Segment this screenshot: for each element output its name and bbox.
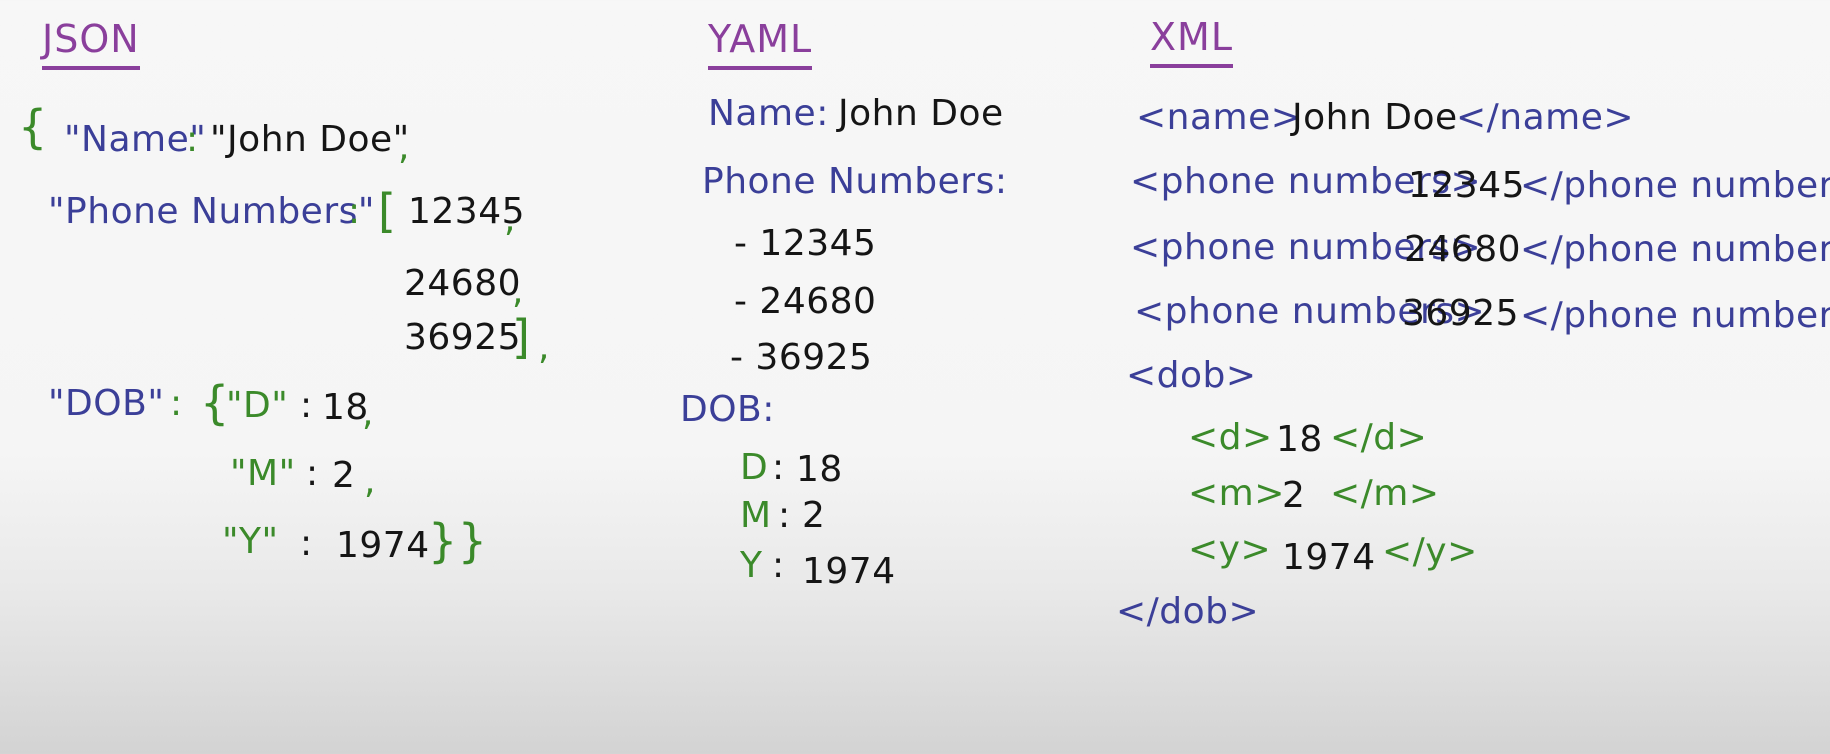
json-d-value: 18: [322, 387, 369, 428]
yaml-phone-key: Phone Numbers:: [702, 161, 1008, 202]
xml-m-open-tag: <m>: [1188, 473, 1285, 514]
xml-phone-close-tag: </phone numbers>: [1520, 229, 1830, 270]
json-d-key: "D": [226, 385, 289, 426]
json-colon: :: [306, 453, 319, 494]
yaml-m-value: 2: [802, 495, 826, 536]
json-comma: ,: [364, 461, 376, 502]
json-name-value: "John Doe": [210, 119, 410, 160]
json-colon: :: [170, 383, 183, 424]
json-comma: ,: [398, 127, 410, 168]
xml-d-open-tag: <d>: [1188, 417, 1273, 458]
json-open-bracket: [: [378, 184, 397, 238]
xml-phone-2: 24680: [1404, 229, 1522, 270]
json-y-value: 1974: [336, 525, 430, 566]
xml-name-value: John Doe: [1292, 97, 1458, 138]
xml-phone-open-tag: <phone numbers>: [1130, 227, 1482, 268]
xml-phone-open-tag: <phone numbers>: [1134, 291, 1486, 332]
yaml-name-value: John Doe: [838, 93, 1004, 134]
json-open-brace: {: [18, 100, 48, 154]
json-close-braces: }}: [428, 514, 488, 568]
yaml-colon: :: [772, 447, 785, 488]
json-title: JSON: [42, 20, 140, 70]
yaml-y-key: Y: [740, 545, 763, 586]
json-close-bracket: ]: [512, 310, 531, 364]
xml-phone-open-tag: <phone numbers>: [1130, 161, 1482, 202]
yaml-phone-2: - 24680: [734, 281, 877, 322]
json-comma: ,: [362, 393, 374, 434]
json-dob-key: "DOB": [48, 383, 165, 424]
xml-y-open-tag: <y>: [1188, 529, 1272, 570]
xml-name-close-tag: </name>: [1456, 97, 1635, 138]
xml-title: XML: [1150, 18, 1233, 68]
yaml-d-key: D: [740, 447, 769, 488]
json-phone-2: 24680: [404, 263, 522, 304]
json-name-key: "Name": [64, 119, 207, 160]
yaml-y-value: 1974: [802, 551, 896, 592]
yaml-d-value: 18: [796, 449, 843, 490]
xml-dob-close-tag: </dob>: [1116, 591, 1260, 632]
xml-m-close-tag: </m>: [1330, 473, 1440, 514]
json-comma: ,: [504, 199, 516, 240]
yaml-m-key: M: [740, 495, 772, 536]
json-phone-1: 12345: [408, 191, 526, 232]
json-colon: :: [300, 385, 313, 426]
json-comma: ,: [512, 271, 524, 312]
xml-d-close-tag: </d>: [1330, 417, 1428, 458]
yaml-phone-3: - 36925: [730, 337, 873, 378]
xml-name-open-tag: <name>: [1136, 97, 1302, 138]
yaml-colon: :: [772, 545, 785, 586]
json-dob-open-brace: {: [200, 376, 230, 430]
xml-m-value: 2: [1282, 475, 1306, 516]
yaml-colon: :: [778, 495, 791, 536]
xml-dob-open-tag: <dob>: [1126, 355, 1257, 396]
xml-y-value: 1974: [1282, 537, 1376, 578]
xml-y-close-tag: </y>: [1382, 531, 1478, 572]
xml-phone-3: 36925: [1402, 293, 1520, 334]
yaml-name-key: Name:: [708, 93, 829, 134]
json-m-value: 2: [332, 455, 356, 496]
yaml-phone-1: - 12345: [734, 223, 877, 264]
json-phone-3: 36925: [404, 317, 522, 358]
xml-d-value: 18: [1276, 419, 1323, 460]
yaml-title: YAML: [708, 20, 813, 70]
json-phone-key: "Phone Numbers": [48, 191, 375, 232]
json-y-key: "Y": [222, 521, 279, 562]
json-m-key: "M": [230, 453, 296, 494]
xml-phone-close-tag: </phone numbers>: [1520, 295, 1830, 336]
json-colon: :: [348, 191, 361, 232]
json-colon: :: [186, 119, 199, 160]
xml-phone-1: 12345: [1408, 165, 1526, 206]
json-colon: :: [300, 523, 313, 564]
yaml-dob-key: DOB:: [680, 389, 775, 430]
xml-phone-close-tag: </phone numbers>: [1520, 165, 1830, 206]
json-comma: ,: [538, 327, 550, 368]
